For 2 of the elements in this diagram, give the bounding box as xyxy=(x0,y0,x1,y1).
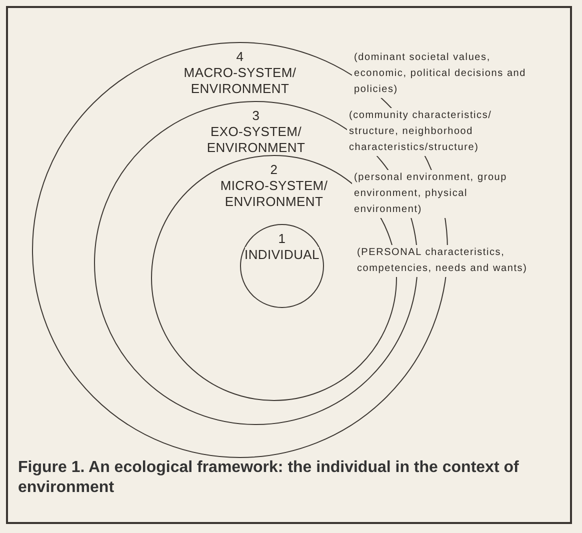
figure-caption: Figure 1. An ecological framework: the individual in the context of environment xyxy=(18,458,520,498)
circle xyxy=(240,224,324,308)
